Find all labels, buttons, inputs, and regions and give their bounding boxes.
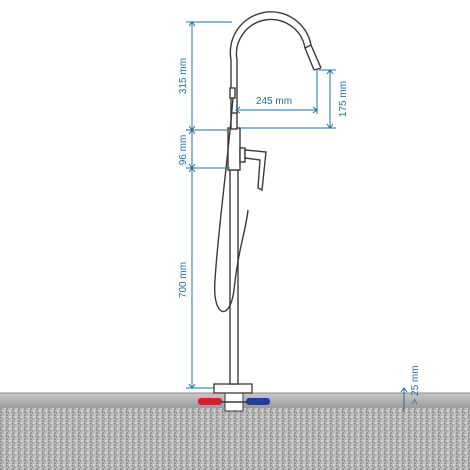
cold-water-pipe <box>246 398 270 405</box>
floor-slab <box>0 406 470 470</box>
base-plate <box>213 383 253 394</box>
spout-outlet <box>313 67 322 71</box>
hand-shower-hose <box>213 97 249 312</box>
spout-joint <box>304 44 312 49</box>
arrow-reach-left <box>235 106 241 114</box>
lever-base <box>239 147 246 163</box>
dimensions: 315 mm 96 mm 700 mm 245 mm 175 mm > 25 m… <box>178 21 421 412</box>
arrow-top <box>188 21 196 27</box>
hand-shower-holder <box>229 87 236 99</box>
arrow-700-bottom <box>188 383 196 389</box>
column <box>229 169 239 385</box>
spout-drop-label: 175 mm <box>338 81 349 117</box>
faucet <box>213 11 322 385</box>
arrow-drop-bottom <box>326 123 334 129</box>
mixer-section-label: 96 mm <box>178 135 189 166</box>
hot-water-pipe <box>198 398 222 405</box>
spout-outer <box>229 11 322 113</box>
spout-height-label: 315 mm <box>178 58 189 94</box>
mixer-lever <box>244 149 267 192</box>
floor-depth-label: > 25 mm <box>410 365 421 404</box>
spout-inner <box>235 18 315 113</box>
column-height-label: 700 mm <box>178 262 189 298</box>
arrow-96-top <box>188 129 196 135</box>
arrow-700-top <box>188 167 196 173</box>
arrow-floor-top <box>400 387 408 393</box>
reach-label: 245 mm <box>256 96 292 107</box>
arrow-drop-top <box>326 69 334 75</box>
